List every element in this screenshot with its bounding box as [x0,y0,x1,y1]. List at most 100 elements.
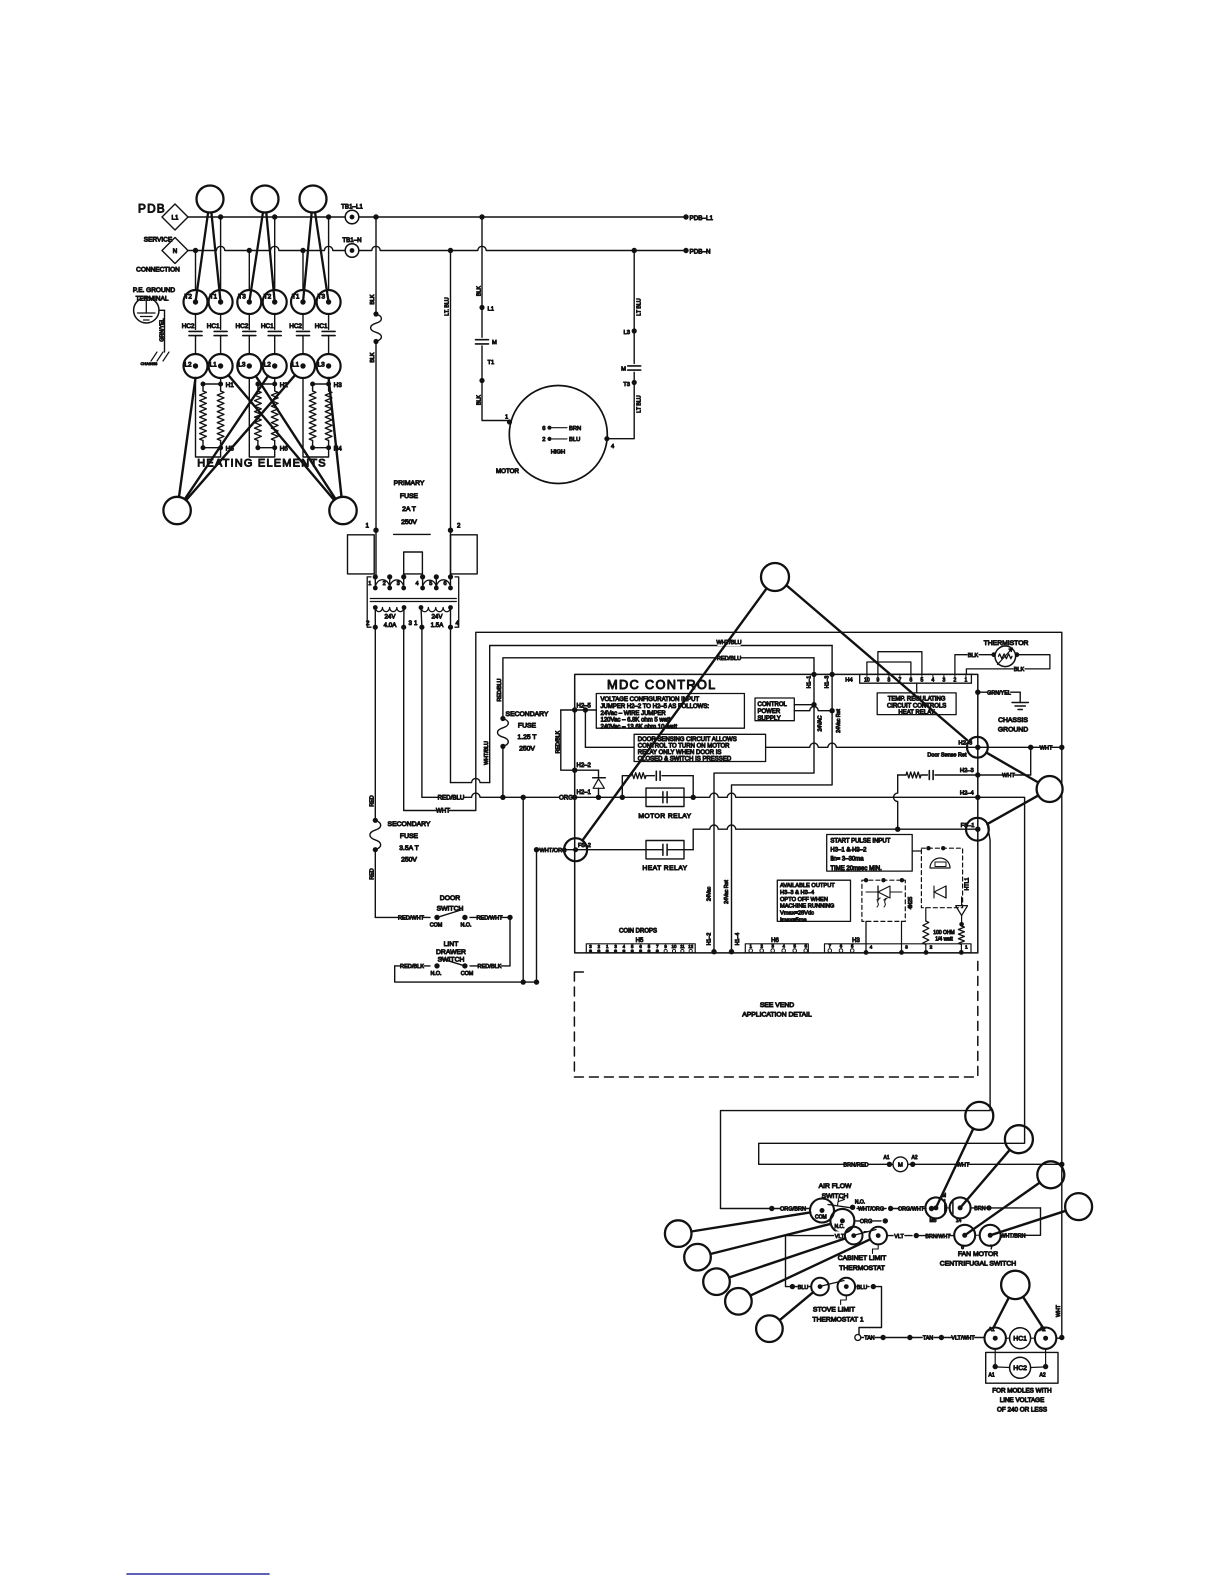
svg-text:24Vac Ret: 24Vac Ret [836,709,842,733]
svg-text:WHT: WHT [1056,1304,1062,1317]
svg-text:4: 4 [416,581,419,587]
svg-text:BLK: BLK [370,352,376,362]
svg-text:OF 240 OR LESS: OF 240 OR LESS [997,1407,1047,1414]
svg-text:3: 3 [409,620,413,627]
svg-text:HTL1: HTL1 [964,878,970,891]
svg-text:L1: L1 [172,214,179,221]
svg-text:BLK: BLK [1014,667,1025,673]
svg-text:FAN MOTOR: FAN MOTOR [958,1251,998,1258]
svg-text:RED/BLU: RED/BLU [717,656,741,662]
svg-text:TB1–N: TB1–N [342,237,361,244]
svg-text:250V: 250V [401,519,417,526]
svg-text:TIME 20msec MIN.: TIME 20msec MIN. [830,866,882,872]
svg-text:H2–6: H2–6 [958,741,972,747]
svg-text:THERMISTOR: THERMISTOR [984,640,1029,647]
svg-text:2: 2 [930,945,933,951]
svg-text:100 OHM: 100 OHM [933,930,954,936]
svg-text:THERMOSTAT 1: THERMOSTAT 1 [812,1317,864,1324]
svg-text:N: N [173,248,177,255]
svg-text:H1: H1 [226,382,235,389]
svg-text:T3: T3 [238,294,246,301]
svg-text:RED/WHT: RED/WHT [476,916,503,922]
svg-text:24Vac – WIRE JUMPER: 24Vac – WIRE JUMPER [601,711,667,717]
svg-text:BRN/RED: BRN/RED [843,1163,868,1169]
svg-text:H2–1: H2–1 [577,790,592,796]
svg-text:WHT/BLU: WHT/BLU [484,741,490,765]
svg-text:3: 3 [397,581,400,587]
svg-text:WHT: WHT [436,808,450,815]
svg-text:BLU: BLU [798,1285,809,1291]
svg-text:WHT/BLU: WHT/BLU [716,640,741,646]
svg-text:24V: 24V [431,614,443,621]
svg-text:2: 2 [598,944,601,949]
svg-text:RED/BLK: RED/BLK [400,964,424,970]
svg-text:JUMPER H2–2 TO H2–5 AS FOLLOWS: JUMPER H2–2 TO H2–5 AS FOLLOWS: [601,704,710,710]
svg-text:LT. BLU: LT. BLU [445,297,451,316]
svg-text:HC1: HC1 [207,323,220,330]
svg-text:6: 6 [804,944,807,949]
svg-text:COM: COM [815,1215,827,1221]
svg-text:BLU: BLU [857,1285,868,1291]
svg-text:H3–3 & H3–4: H3–3 & H3–4 [780,890,814,896]
svg-text:SWITCH: SWITCH [438,957,465,964]
svg-text:24VAC: 24VAC [818,715,824,731]
svg-text:ORG/BRN: ORG/BRN [780,1207,806,1213]
svg-text:HC1: HC1 [261,323,274,330]
svg-text:H4: H4 [845,677,853,683]
svg-text:H2–2: H2–2 [577,763,592,769]
svg-text:T1: T1 [488,360,495,366]
svg-text:3: 3 [589,944,592,949]
svg-text:SECONDARY: SECONDARY [388,821,431,828]
svg-text:THERMOSTAT: THERMOSTAT [839,1265,885,1272]
svg-text:L3: L3 [318,362,326,369]
svg-text:H6: H6 [771,938,779,944]
svg-text:8: 8 [888,678,891,684]
svg-text:FUSE: FUSE [400,833,419,840]
svg-text:PDB–N: PDB–N [690,248,711,255]
svg-text:MACHINE RUNNING: MACHINE RUNNING [780,904,834,910]
svg-text:GRN/YEL: GRN/YEL [987,690,1011,696]
svg-text:BLK: BLK [477,286,483,296]
svg-text:1: 1 [366,523,370,530]
svg-text:RED/BLK: RED/BLK [478,964,502,970]
svg-text:L3: L3 [624,330,630,336]
svg-text:WHT: WHT [1002,773,1015,779]
svg-text:FUSE: FUSE [400,493,419,500]
svg-text:ORG: ORG [559,795,573,802]
svg-text:250V: 250V [401,857,417,864]
svg-text:M5: M5 [930,1218,937,1224]
svg-text:Iin= 3–30ma: Iin= 3–30ma [830,857,864,863]
svg-text:STOVE LIMIT: STOVE LIMIT [813,1307,855,1314]
svg-text:FOR MODLES WITH: FOR MODLES WITH [992,1388,1052,1395]
svg-text:24Vac Ret: 24Vac Ret [724,880,730,904]
svg-text:PDB: PDB [138,202,166,216]
svg-text:H1–1: H1–1 [807,676,813,689]
svg-text:1: 1 [749,944,752,949]
svg-text:250V: 250V [519,746,535,753]
svg-text:11: 11 [680,944,685,949]
svg-text:L2: L2 [264,362,272,369]
svg-text:2A T: 2A T [402,506,416,513]
svg-text:TB1–L1: TB1–L1 [341,204,363,211]
svg-text:1: 1 [965,678,968,684]
svg-text:RED: RED [370,868,376,879]
svg-text:SECONDARY: SECONDARY [506,711,549,718]
svg-text:CONNECTION: CONNECTION [136,267,180,274]
svg-text:BRN: BRN [569,426,581,432]
svg-text:M: M [898,1163,903,1169]
svg-text:2: 2 [542,437,545,443]
svg-text:24Vac: 24Vac [707,886,713,901]
svg-text:1: 1 [965,945,968,951]
svg-text:N.O.: N.O. [430,971,441,977]
svg-text:BLK: BLK [370,294,376,304]
svg-text:7: 7 [990,1245,993,1251]
svg-text:H1–2: H1–2 [707,933,713,946]
svg-text:GROUND: GROUND [998,727,1028,734]
svg-text:COIN DROPS: COIN DROPS [619,929,657,935]
svg-text:CONTROL: CONTROL [758,702,788,708]
svg-text:2: 2 [954,678,957,684]
svg-text:WHT: WHT [957,1163,970,1169]
svg-text:T1: T1 [292,294,300,301]
svg-text:P.E. GROUND: P.E. GROUND [133,287,175,294]
svg-text:A1: A1 [989,1373,995,1379]
